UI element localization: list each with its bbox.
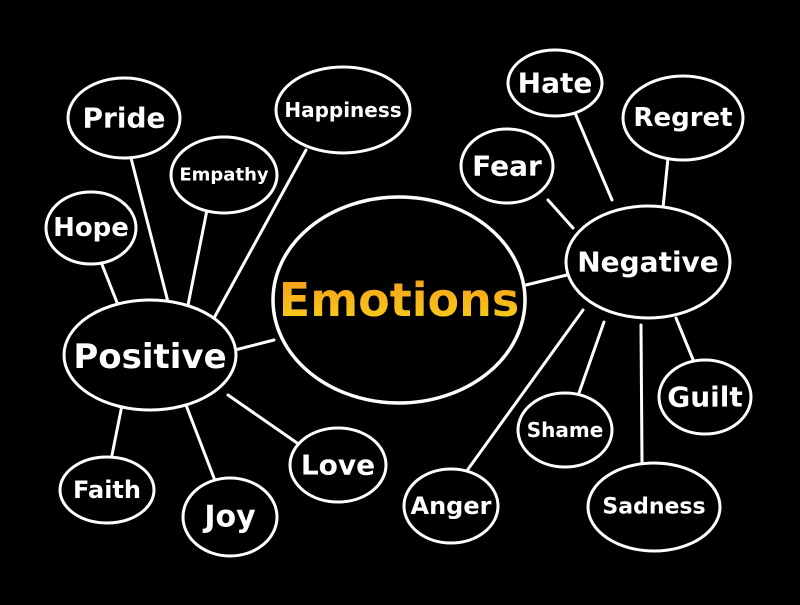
link-positive-faith bbox=[109, 403, 124, 462]
anger-bubble bbox=[402, 467, 500, 545]
positive-bubble bbox=[62, 298, 238, 412]
link-center-negative bbox=[524, 273, 569, 287]
shame-bubble bbox=[516, 391, 614, 469]
positive-label: Positive bbox=[73, 337, 226, 377]
faith-bubble bbox=[58, 455, 156, 525]
guilt-label: Guilt bbox=[667, 381, 743, 414]
hope-bubble bbox=[44, 190, 138, 266]
connector-lines bbox=[99, 111, 696, 480]
sadness-bubble bbox=[586, 461, 722, 553]
link-negative-shame bbox=[577, 320, 606, 395]
negative-branch: Negative Hate Regret Fear Guilt Shame An… bbox=[402, 48, 753, 553]
hate-label: Hate bbox=[518, 67, 593, 100]
guilt-bubble bbox=[657, 358, 753, 436]
link-negative-anger bbox=[464, 308, 585, 474]
center-node: Emotions bbox=[271, 195, 527, 405]
link-positive-happiness bbox=[212, 148, 308, 320]
regret-bubble bbox=[621, 74, 745, 162]
joy-bubble bbox=[181, 476, 279, 558]
sadness-label: Sadness bbox=[602, 495, 705, 520]
center-label: Emotions bbox=[279, 273, 519, 327]
link-center-positive bbox=[233, 338, 276, 352]
link-positive-empathy bbox=[186, 208, 209, 307]
fear-bubble bbox=[459, 127, 555, 205]
positive-branch: Positive Pride Empathy Happiness Hope Fa… bbox=[44, 65, 412, 558]
empathy-bubble bbox=[169, 135, 279, 215]
hate-bubble bbox=[506, 48, 604, 118]
love-label: Love bbox=[301, 449, 375, 482]
link-positive-love bbox=[226, 393, 302, 447]
joy-label: Joy bbox=[202, 500, 256, 535]
hope-label: Hope bbox=[53, 213, 129, 243]
link-negative-regret bbox=[661, 156, 670, 210]
link-positive-pride bbox=[129, 156, 170, 304]
link-negative-hate bbox=[573, 111, 614, 202]
regret-label: Regret bbox=[633, 103, 732, 133]
pride-label: Pride bbox=[83, 102, 166, 135]
pride-bubble bbox=[66, 76, 182, 160]
negative-bubble bbox=[564, 204, 732, 320]
empathy-label: Empathy bbox=[179, 165, 269, 186]
link-negative-fear bbox=[546, 198, 575, 230]
love-bubble bbox=[288, 426, 388, 504]
center-bubble bbox=[271, 195, 527, 405]
link-negative-sadness bbox=[639, 323, 644, 464]
happiness-label: Happiness bbox=[284, 98, 401, 122]
negative-label: Negative bbox=[577, 246, 719, 279]
shame-label: Shame bbox=[527, 418, 604, 442]
happiness-bubble bbox=[274, 65, 412, 155]
faith-label: Faith bbox=[73, 476, 141, 504]
fear-label: Fear bbox=[472, 150, 542, 183]
link-positive-hope bbox=[99, 260, 120, 307]
anger-label: Anger bbox=[411, 492, 492, 520]
link-negative-guilt bbox=[674, 316, 696, 364]
link-positive-joy bbox=[184, 403, 216, 480]
